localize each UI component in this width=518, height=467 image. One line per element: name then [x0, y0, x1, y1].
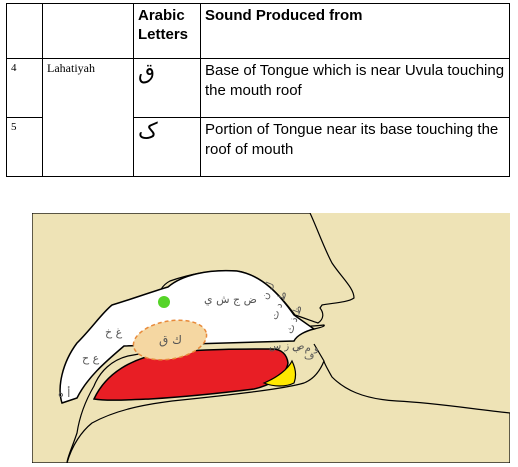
- label-lips: و م ب: [292, 343, 319, 354]
- row-number: 4: [6, 58, 43, 118]
- row-number: 5: [6, 117, 43, 177]
- label-palate-mid: ض ج ش ي: [204, 293, 257, 306]
- uvula-dot: [158, 296, 170, 308]
- label-throat-lower: أ ه: [58, 386, 70, 400]
- header-cell-sound-produced: Sound Produced from: [200, 3, 510, 59]
- sound-description: Portion of Tongue near its base touching…: [200, 117, 510, 177]
- table-row: 5 ک Portion of Tongue near its base touc…: [6, 117, 510, 177]
- arabic-letter: ک: [133, 117, 201, 177]
- label-tip: ص ز س: [269, 341, 304, 352]
- header-cell-group: [42, 3, 134, 59]
- arabic-letter: ق: [133, 58, 201, 118]
- qaaf-kaaf-highlight: [132, 319, 208, 361]
- header-cell-number: [6, 3, 43, 59]
- group-name: Lahatiyah: [42, 58, 134, 177]
- label-tongue-base: ك ق: [159, 333, 182, 347]
- makhraj-table: Arabic Letters Sound Produced from 4 Lah…: [6, 3, 510, 177]
- table-row: 4 Lahatiyah ق Base of Tongue which is ne…: [6, 58, 510, 177]
- label-throat-mid: ع ح: [82, 352, 100, 365]
- header-cell-arabic-letters: Arabic Letters: [133, 3, 201, 59]
- table-header-row: Arabic Letters Sound Produced from: [6, 3, 510, 59]
- sound-description: Base of Tongue which is near Uvula touch…: [200, 58, 510, 118]
- lower-jaw: [66, 343, 510, 463]
- tongue-tip: [262, 359, 297, 387]
- label-lip-f: ف: [304, 351, 314, 362]
- label-throat-upper: غ خ: [105, 326, 123, 339]
- mouth-articulation-diagram: أ ه ع ح غ خ ك ق ض ج ش ي ل ن ط د ت ظ ذ ث …: [32, 213, 510, 463]
